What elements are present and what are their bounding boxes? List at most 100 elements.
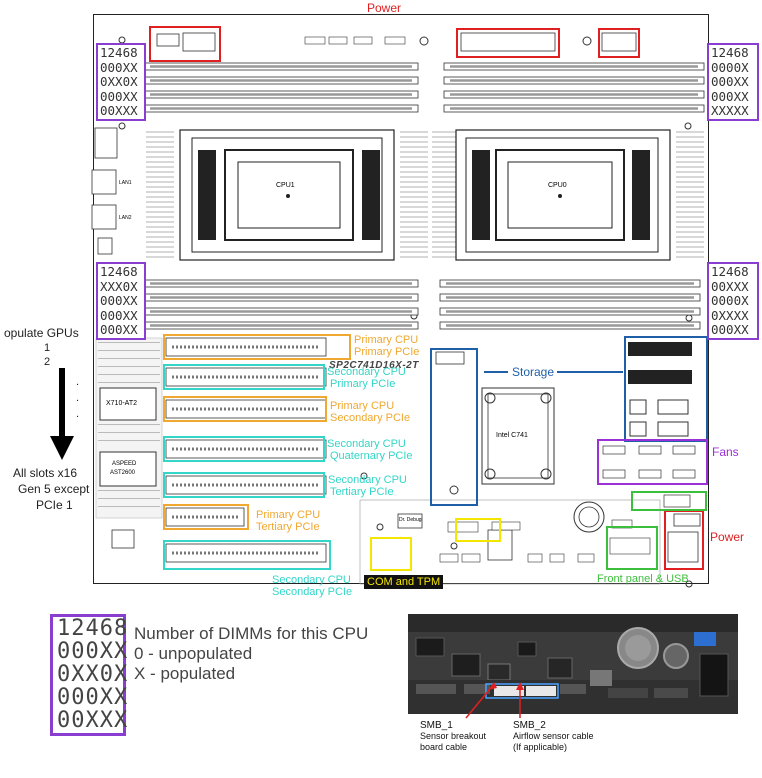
com-box <box>370 537 412 571</box>
dimm-row: 000XX <box>711 88 749 104</box>
storage-box-right <box>624 336 708 442</box>
gpu-note-line2: Gen 5 except <box>18 482 90 496</box>
storage-label: Storage <box>512 365 555 379</box>
legend-row: 00XXX <box>57 708 129 733</box>
smb1-line3: board cable <box>420 742 468 752</box>
dimm-table-mid-right: 12468 00XXX 0000X 0XXXX 000XX <box>707 262 759 340</box>
dimm-row: 0XX0X <box>100 74 138 89</box>
cpu0-label: CPU0 <box>548 182 567 189</box>
smb1-title: SMB_1 <box>420 720 453 731</box>
cpu0-socket <box>455 129 671 261</box>
nic-chip-label: X710-AT2 <box>106 400 137 407</box>
pcie-label-1-line1: Primary CPU <box>354 334 419 346</box>
gpu-order-dot-1: . <box>76 376 80 388</box>
dimm-row: 12468 <box>100 45 138 60</box>
smb2-line3: (If applicable) <box>513 742 568 752</box>
tpm-box <box>455 518 501 542</box>
smb2-title: SMB_2 <box>513 720 546 731</box>
lan2-label: LAN2 <box>119 215 132 221</box>
dimm-row: 000XX <box>100 59 138 75</box>
smb1-line2: Sensor breakout <box>420 731 487 741</box>
pcie-label-5-line1: Secondary CPU <box>328 474 407 486</box>
dimm-row: 0000X <box>711 293 749 308</box>
fans-label: Fans <box>712 445 739 459</box>
power-box-top-left <box>149 26 221 62</box>
bmc-chip-label-2: AST2600 <box>110 470 136 476</box>
callout-arrows <box>465 682 524 719</box>
board-photo <box>408 614 738 714</box>
dimm-row: 12468 <box>711 264 749 279</box>
populate-gpus-title: opulate GPUs <box>4 326 79 340</box>
pcie-label-3-line1: Primary CPU <box>330 400 395 412</box>
storage-line-right <box>557 371 623 373</box>
pcie-label-6-line1: Primary CPU <box>256 509 321 521</box>
down-arrow-icon <box>50 368 74 460</box>
dimm-row: 00XXX <box>711 278 749 294</box>
gpu-order-dot-2: . <box>76 392 80 404</box>
cpu1-socket <box>179 129 395 261</box>
dimm-row: 12468 <box>100 264 138 279</box>
dimm-row: 12468 <box>711 45 749 60</box>
pcie-box-4 <box>163 436 325 462</box>
gpu-order-dot-3: . <box>76 408 80 420</box>
dimm-row: 000XX <box>100 322 138 337</box>
power-box-top-mid <box>456 28 560 58</box>
smb2-line2: Airflow sensor cable <box>513 731 594 741</box>
bmc-chip-label-1: ASPEED <box>112 461 137 467</box>
storage-line-left <box>484 371 508 373</box>
dimm-table-top-left: 12468 000XX 0XX0X 000XX 00XXX <box>96 43 146 121</box>
dimm-row: 000XX <box>100 307 138 323</box>
pcie-label-2-line2: Primary PCIe <box>330 378 396 390</box>
chipset-label: Intel C741 <box>496 432 528 439</box>
board-schematic <box>91 32 705 588</box>
gpu-order-2: 2 <box>44 356 51 368</box>
pcie-box-7 <box>163 540 331 570</box>
pcie-label-4-line1: Secondary CPU <box>327 438 406 450</box>
dimm-row: 000XX <box>711 322 749 337</box>
dimm-table-mid-left: 12468 XXX0X 000XX 000XX 000XX <box>96 262 146 340</box>
pcie-box-1 <box>163 334 351 360</box>
storage-box-left <box>430 348 478 506</box>
legend-row: 0XX0X <box>57 662 129 687</box>
front-panel-box <box>606 526 658 570</box>
pcie-label-5-line2: Tertiary PCIe <box>330 486 394 498</box>
dimm-row: 000XX <box>711 74 749 89</box>
pcie-box-5 <box>163 472 325 498</box>
pcie-label-7-line2: Secondary PCIe <box>272 586 353 598</box>
pcie-box-6 <box>163 504 249 530</box>
dimm-table-top-right: 12468 0000X 000XX 000XX XXXXX <box>707 43 759 121</box>
board-photo-art <box>408 614 738 714</box>
dimm-row: 0000X <box>711 59 749 75</box>
front-panel-usb-label: Front panel & USB <box>597 573 689 585</box>
power-label-top: Power <box>367 1 402 15</box>
dimm-row: 000XX <box>100 293 138 308</box>
legend-row: 12468 <box>57 616 129 641</box>
dimm-row: 000XX <box>100 88 138 104</box>
power-box-right <box>664 510 704 570</box>
dimm-legend-table: 12468 000XX 0XX0X 000XX 00XXX <box>50 614 129 736</box>
pcie-label-4-line2: Quaternary PCIe <box>330 450 413 462</box>
pcie-box-2 <box>163 364 325 390</box>
pcie-label-1-line2: Primary PCIe <box>354 346 420 358</box>
legend-line-2: 0 - unpopulated <box>134 644 253 663</box>
gpu-order-1: 1 <box>44 342 51 354</box>
legend-row: 000XX <box>57 685 129 710</box>
lan1-label: LAN1 <box>119 180 132 186</box>
cpu1-label: CPU1 <box>276 182 295 189</box>
pcie-box-3 <box>163 396 327 422</box>
gpu-note-line1: All slots x16 <box>13 466 78 480</box>
com-tpm-label: COM and TPM <box>364 575 444 589</box>
pcie-label-3-line2: Secondary PCIe <box>330 412 411 424</box>
pcie-label-2-line1: Secondary CPU <box>327 366 406 378</box>
dr-debug-label: Dr. Debug <box>399 517 422 523</box>
legend-row: 000XX <box>57 639 129 664</box>
dimm-row: 0XXXX <box>711 307 749 323</box>
dimm-row: XXX0X <box>100 278 138 294</box>
dimm-row: XXXXX <box>711 103 749 118</box>
board-model-label: SP2C741D16X-2T <box>329 360 419 371</box>
pcie-label-7-line1: Secondary CPU <box>272 574 351 586</box>
power-box-top-right <box>598 28 640 58</box>
fans-box <box>597 439 708 485</box>
legend-line-1: Number of DIMMs for this CPU <box>134 624 369 643</box>
legend-line-3: X - populated <box>134 664 236 683</box>
